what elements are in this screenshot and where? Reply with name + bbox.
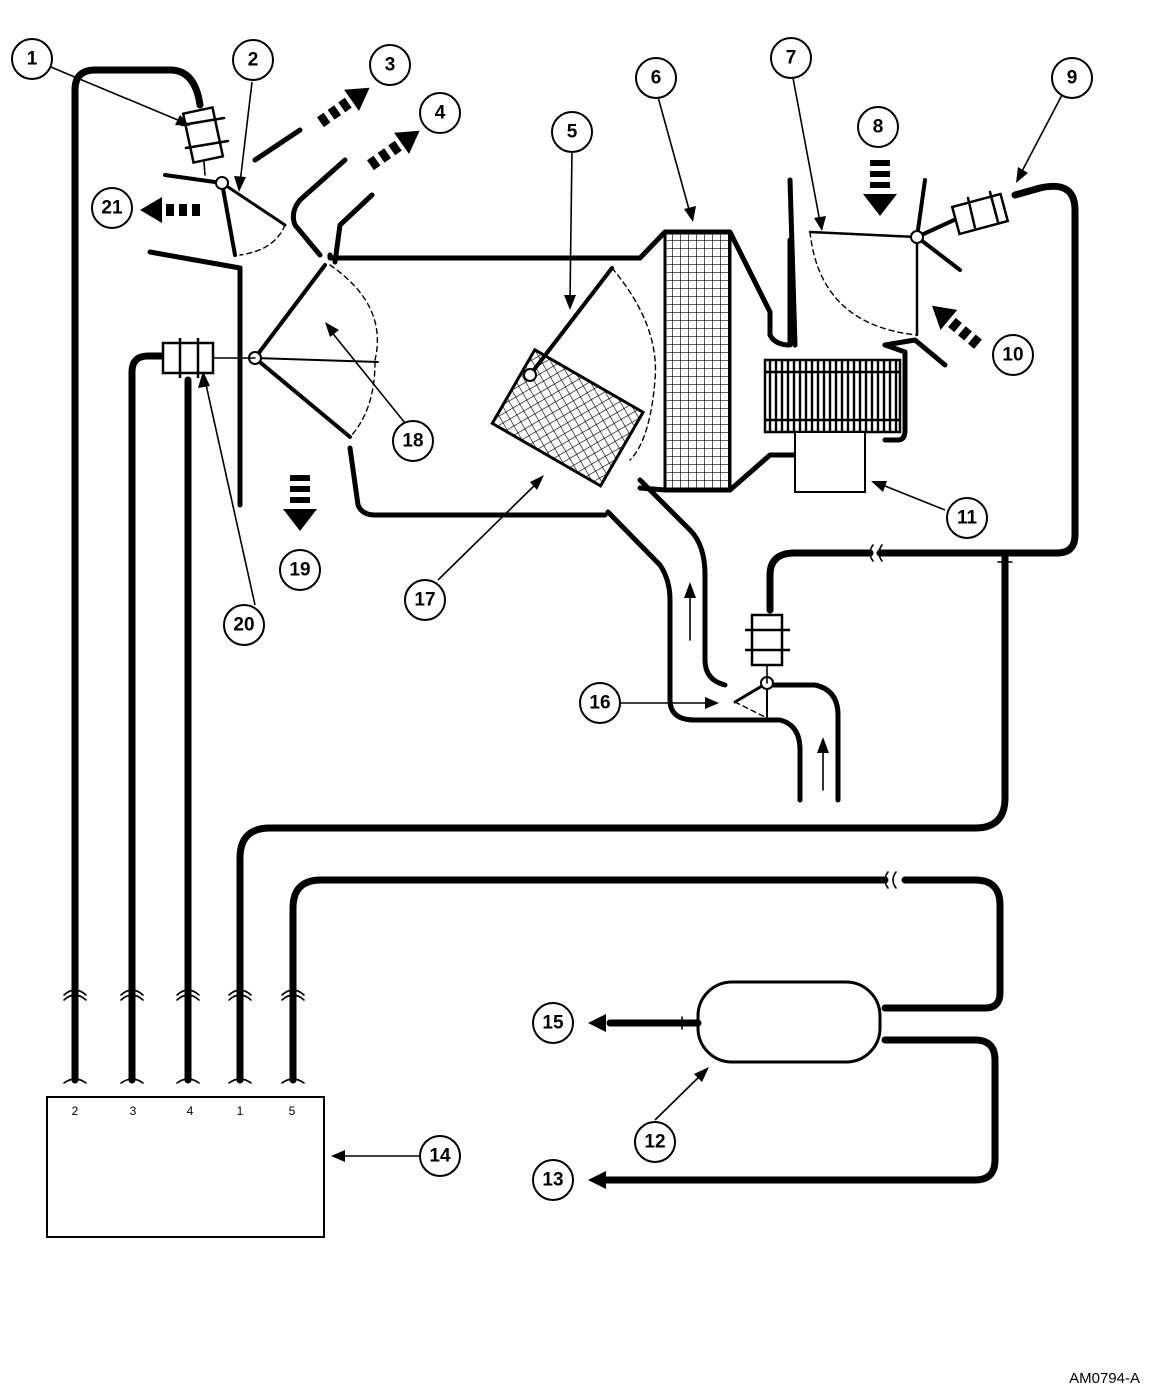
callout-21: 21	[91, 187, 133, 229]
vacuum-motor-16	[745, 613, 790, 684]
arrow-to-15	[588, 1014, 606, 1032]
callout-6: 6	[635, 57, 677, 99]
callout-1: 1	[11, 38, 53, 80]
svg-text:7: 7	[786, 48, 797, 69]
control-port-label: 3	[130, 1104, 137, 1118]
callout-4: 4	[419, 92, 461, 134]
callout-14: 14	[419, 1135, 461, 1177]
callout-7: 7	[770, 37, 812, 79]
callout-8: 8	[857, 106, 899, 148]
callout-leaders	[45, 64, 1063, 1162]
svg-text:21: 21	[101, 198, 123, 219]
svg-text:3: 3	[385, 55, 396, 76]
control-port-label: 5	[289, 1104, 296, 1118]
svg-text:4: 4	[435, 103, 446, 124]
svg-text:11: 11	[957, 508, 978, 529]
svg-text:14: 14	[429, 1146, 451, 1167]
callout-12: 12	[634, 1121, 676, 1163]
svg-text:6: 6	[651, 68, 662, 89]
svg-text:19: 19	[289, 560, 310, 581]
climate-control-assembly: 2 3 4 1 5	[46, 1096, 325, 1238]
control-port-label: 1	[237, 1104, 244, 1118]
svg-text:1: 1	[27, 49, 38, 70]
vacuum-reservoir	[601, 980, 999, 1184]
svg-text:2: 2	[248, 50, 259, 71]
blower-wheel	[763, 358, 902, 434]
callout-11: 11	[946, 497, 988, 539]
callout-16: 16	[579, 682, 621, 724]
callout-9: 9	[1051, 57, 1093, 99]
airflow-arrow-8	[863, 160, 897, 216]
control-port-label: 2	[72, 1104, 79, 1118]
heater-core	[490, 347, 646, 488]
airflow-arrow-10	[932, 305, 982, 349]
evaporator-core	[663, 230, 732, 492]
svg-text:10: 10	[1002, 345, 1023, 366]
svg-text:16: 16	[589, 693, 610, 714]
callout-3: 3	[369, 44, 411, 86]
vacuum-motor-9	[766, 182, 1079, 614]
svg-text:20: 20	[233, 615, 254, 636]
callout-13: 13	[532, 1159, 574, 1201]
fresh-air-inlet-duct	[605, 477, 841, 803]
svg-text:8: 8	[873, 117, 884, 138]
callout-5: 5	[551, 111, 593, 153]
floor-panel-door	[248, 263, 379, 439]
callout-2: 2	[232, 39, 274, 81]
svg-text:17: 17	[414, 590, 435, 611]
blower-motor	[794, 431, 866, 493]
panel-defrost-door	[163, 173, 287, 257]
vacuum-motor-20	[161, 338, 256, 378]
svg-text:18: 18	[402, 431, 423, 452]
svg-text:13: 13	[542, 1170, 563, 1191]
svg-text:12: 12	[644, 1132, 665, 1153]
svg-text:5: 5	[567, 122, 578, 143]
svg-text:15: 15	[542, 1013, 564, 1034]
callout-15: 15	[532, 1002, 574, 1044]
plenum-housing	[147, 127, 643, 518]
arrow-to-13	[588, 1171, 606, 1189]
hose-couplers	[63, 544, 897, 1084]
airflow-arrow-21	[140, 197, 200, 223]
vacuum-hose-port-5	[289, 876, 1004, 1084]
vacuum-hose-port-1	[236, 566, 1009, 1084]
airflow-arrow-4	[366, 130, 420, 171]
vacuum-hose-port-3	[128, 352, 169, 1084]
control-port-label: 4	[187, 1104, 194, 1118]
callout-17: 17	[404, 579, 446, 621]
vacuum-motor-1	[180, 105, 230, 176]
callout-10: 10	[992, 334, 1034, 376]
vacuum-hose-port-2	[71, 66, 204, 1084]
airflow-arrow-19	[283, 475, 317, 531]
blend-door	[523, 266, 657, 461]
airflow-arrow-3	[316, 87, 370, 128]
callout-20: 20	[223, 604, 265, 646]
figure-code: AM0794-A	[1069, 1370, 1140, 1387]
svg-text:9: 9	[1067, 68, 1078, 89]
callout-19: 19	[279, 549, 321, 591]
callout-18: 18	[392, 420, 434, 462]
